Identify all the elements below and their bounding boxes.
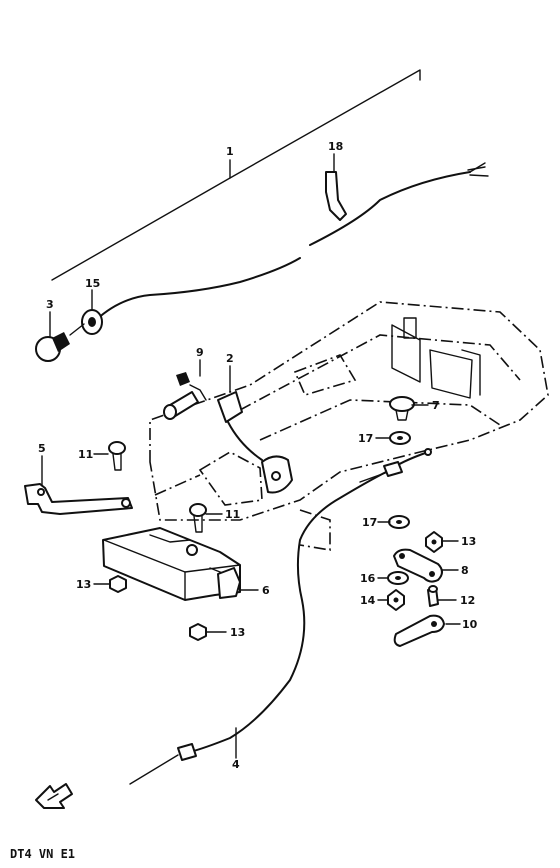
part-12-pin [427, 585, 439, 607]
part-6-cable-clip [217, 567, 241, 599]
part-18-cable-clip [325, 171, 347, 221]
callout-17-upper: 17 [358, 432, 373, 445]
callout-3: 3 [46, 298, 54, 311]
callout-11-upper: 11 [78, 448, 93, 461]
part-16-washer [387, 571, 409, 585]
callout-13-left: 13 [76, 578, 91, 591]
callout-14: 14 [360, 594, 376, 607]
callout-13-right: 13 [461, 535, 476, 548]
callout-10: 10 [462, 618, 478, 631]
part-14-nut [387, 589, 405, 611]
bottom-cowl-outline [149, 301, 549, 551]
part-17-washer-upper [389, 431, 411, 445]
part-4-throttle-cable-lower [129, 448, 432, 785]
callout-17-lower: 17 [362, 516, 377, 529]
part-9-bolt [163, 372, 207, 420]
callout-7: 7 [432, 399, 440, 412]
part-13-nut-lower [189, 623, 207, 641]
callout-4: 4 [232, 758, 240, 771]
callout-5: 5 [38, 442, 46, 455]
callout-labels: 1 18 15 3 9 2 7 17 5 11 11 17 13 8 16 13… [38, 140, 478, 771]
callout-8: 8 [461, 564, 469, 577]
part-10-rod-end [393, 614, 445, 647]
callout-1: 1 [226, 145, 234, 158]
part-2-stop-switch [217, 391, 293, 494]
part-1-throttle-cable-upper [95, 162, 489, 321]
callout-15: 15 [85, 277, 100, 290]
part-11-bolt-upper [108, 441, 126, 471]
callout-2: 2 [226, 352, 234, 365]
callout-18: 18 [328, 140, 343, 153]
callout-leaders [41, 69, 461, 759]
part-13-nut-right [425, 531, 443, 553]
callout-6: 6 [262, 584, 270, 597]
front-direction-arrow-icon [35, 783, 73, 809]
callout-11-lower: 11 [225, 508, 240, 521]
figure-code: DT4 VN E1 [10, 847, 75, 861]
part-15-grommet [69, 309, 103, 336]
callout-9: 9 [196, 346, 204, 359]
cowl-bracket-right [391, 317, 481, 399]
part-5-throttle-bracket [24, 483, 133, 515]
part-3-knob [35, 332, 70, 362]
callout-16: 16 [360, 572, 376, 585]
part-8-link-plate [393, 548, 443, 583]
callout-12: 12 [460, 594, 475, 607]
part-13-nut-left [109, 575, 127, 593]
part-17-washer-lower [388, 515, 410, 529]
callout-13-lower: 13 [230, 626, 245, 639]
part-11-bolt-lower [189, 503, 207, 533]
part-7-throttle-pulley [389, 396, 415, 421]
